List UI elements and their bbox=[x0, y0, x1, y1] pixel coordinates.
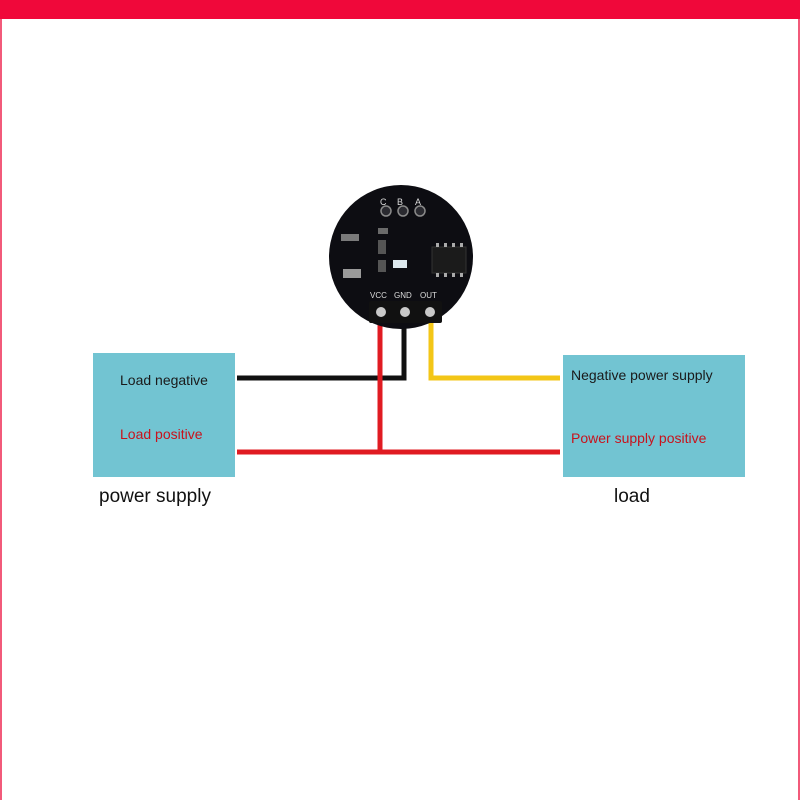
load-caption: load bbox=[614, 486, 650, 507]
black-wire bbox=[237, 316, 407, 381]
power-supply-box bbox=[93, 353, 235, 477]
smd-component bbox=[378, 228, 388, 234]
top-accent-band bbox=[0, 0, 800, 19]
yellow-wire bbox=[428, 316, 560, 381]
load-positive-label: Load positive bbox=[120, 426, 203, 442]
power-supply-positive-label: Power supply positive bbox=[571, 430, 707, 446]
silk-label-c: C bbox=[380, 197, 387, 207]
load-negative-label: Load negative bbox=[120, 372, 208, 388]
pin-label-gnd: GND bbox=[394, 291, 412, 300]
pin-label-vcc: VCC bbox=[370, 291, 387, 300]
pin-vcc bbox=[376, 307, 386, 317]
smd-component bbox=[341, 234, 359, 241]
smd-component bbox=[378, 240, 386, 254]
smd-component bbox=[343, 269, 361, 278]
module-board bbox=[329, 185, 473, 329]
negative-power-supply-label: Negative power supply bbox=[571, 367, 713, 383]
silk-label-a: A bbox=[415, 197, 421, 207]
pin-gnd bbox=[400, 307, 410, 317]
ic-chip bbox=[431, 243, 467, 277]
load-box bbox=[563, 355, 745, 477]
pin-out bbox=[425, 307, 435, 317]
sensor-module: C B A VCC GND OUT bbox=[329, 185, 473, 329]
led-component bbox=[393, 260, 407, 268]
left-border-line bbox=[0, 19, 2, 800]
pin-label-out: OUT bbox=[420, 291, 437, 300]
right-border-line bbox=[798, 19, 800, 800]
smd-component bbox=[378, 260, 386, 272]
silk-label-b: B bbox=[397, 197, 403, 207]
power-supply-caption: power supply bbox=[99, 486, 211, 507]
